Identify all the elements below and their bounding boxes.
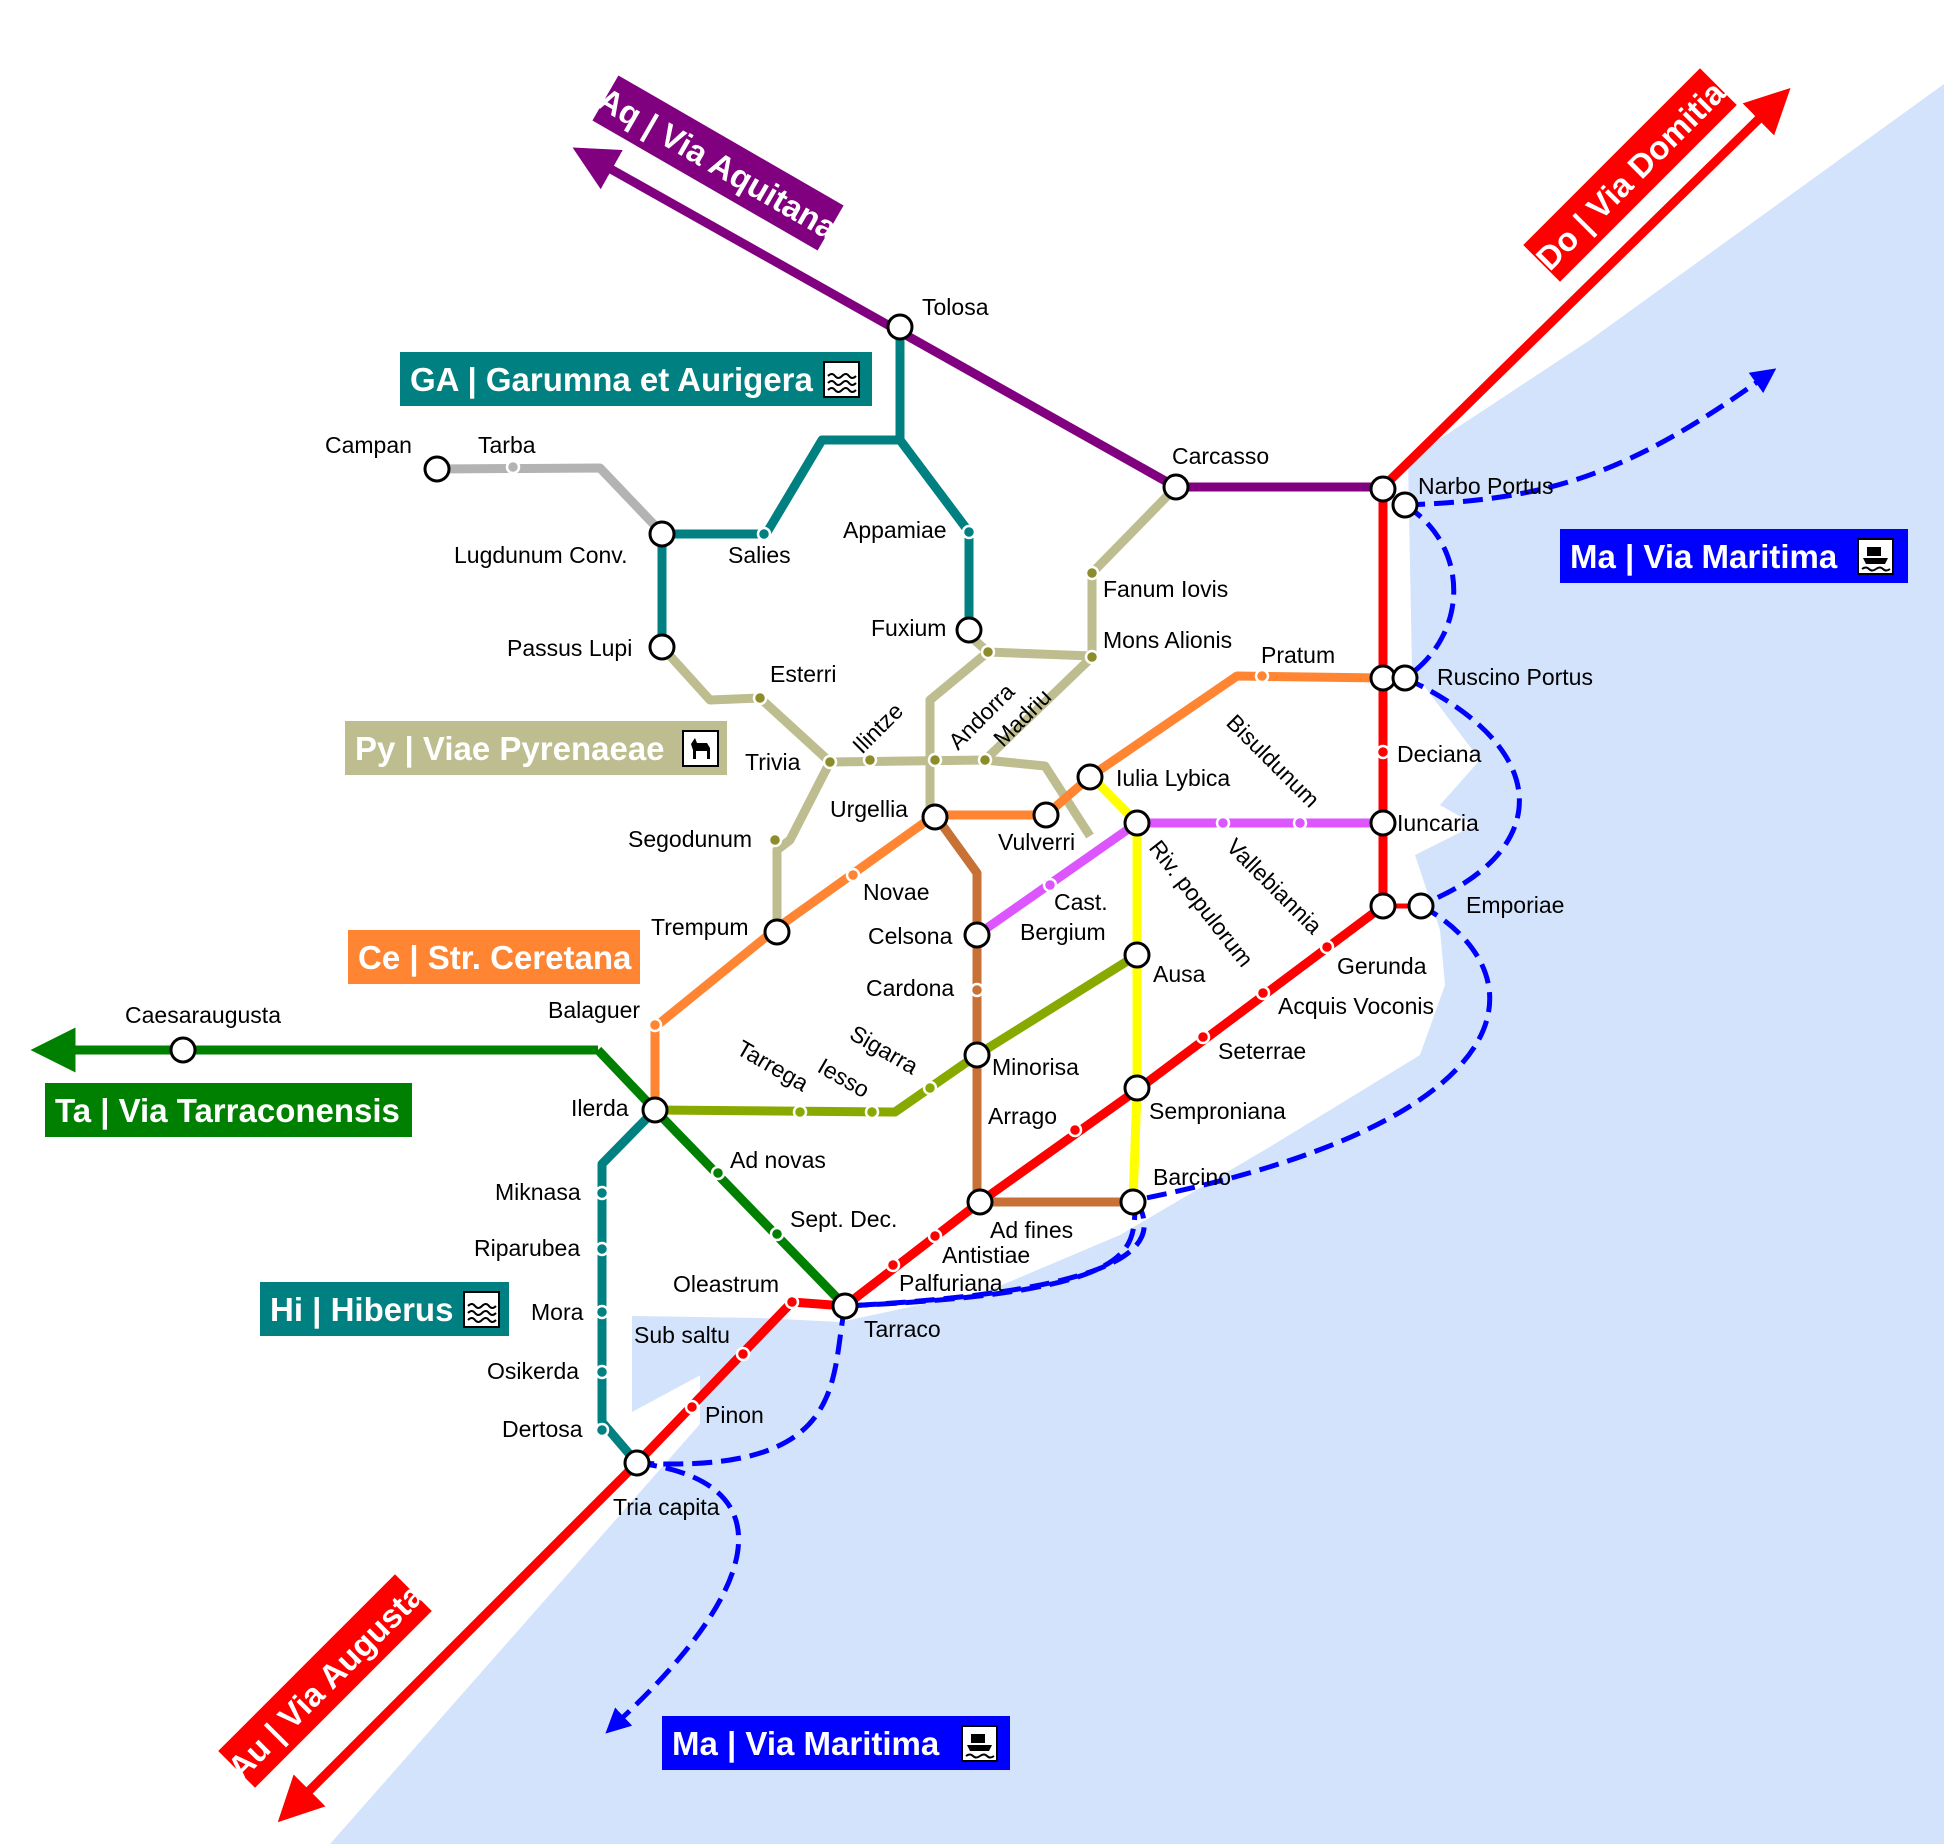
label-subsaltu: Sub saltu: [634, 1322, 730, 1348]
tag-via-augusta-text: Au | Via Augusta: [220, 1576, 431, 1787]
label-tolosa: Tolosa: [922, 294, 989, 320]
label-ausa: Ausa: [1153, 961, 1206, 987]
tag-via-maritima-south-text: Ma | Via Maritima: [672, 1725, 940, 1762]
via-maritima-routes: [605, 368, 1777, 1734]
label-triacapita: Tria capita: [613, 1494, 720, 1520]
tag-garumna-text: GA | Garumna et Aurigera: [410, 361, 814, 398]
label-fuxium: Fuxium: [871, 615, 946, 641]
label-castbergium-2: Bergium: [1020, 919, 1106, 945]
tag-tarraconensis: Ta | Via Tarraconensis: [45, 1083, 412, 1137]
label-semproniana: Semproniana: [1149, 1098, 1286, 1124]
tag-via-augusta: Au | Via Augusta: [218, 1574, 432, 1788]
label-septdec: Sept. Dec.: [790, 1206, 897, 1232]
label-dertosa: Dertosa: [502, 1416, 583, 1442]
label-salies: Salies: [728, 542, 791, 568]
major-stations: [169, 313, 1435, 1477]
mediterranean-sea: [330, 84, 1944, 1844]
label-balaguer: Balaguer: [548, 997, 640, 1023]
label-segodunum: Segodunum: [628, 826, 752, 852]
label-arrago: Arrago: [988, 1103, 1057, 1129]
tag-pyrenaeae-text: Py | Viae Pyrenaeae: [355, 730, 665, 767]
tag-via-maritima-south: Ma | Via Maritima: [662, 1716, 1010, 1770]
water-waves-icon: [463, 1291, 500, 1328]
label-cardona: Cardona: [866, 975, 954, 1001]
label-carcasso: Carcasso: [1172, 443, 1269, 469]
label-adnovas: Ad novas: [730, 1147, 826, 1173]
label-castbergium-1: Cast.: [1054, 889, 1108, 915]
label-barcino: Barcino: [1153, 1164, 1231, 1190]
label-bisuldunum: Bisuldunum: [1221, 709, 1324, 812]
label-trempum: Trempum: [651, 914, 749, 940]
label-vulverri: Vulverri: [998, 829, 1075, 855]
label-caesaraugusta: Caesaraugusta: [125, 1002, 281, 1028]
label-appamiae: Appamiae: [843, 517, 947, 543]
label-narbo: Narbo Portus: [1418, 473, 1554, 499]
label-iuncaria: Iuncaria: [1397, 810, 1479, 836]
ship-icon: [1857, 538, 1894, 575]
label-iesso: Iesso: [814, 1053, 875, 1103]
tag-pyrenaeae: Py | Viae Pyrenaeae: [345, 721, 727, 775]
label-pratum: Pratum: [1261, 642, 1335, 668]
label-riparubea: Riparubea: [474, 1235, 580, 1261]
water-waves-icon: [823, 361, 860, 398]
label-gerunda: Gerunda: [1337, 953, 1427, 979]
label-miknasa: Miknasa: [495, 1179, 581, 1205]
tag-hiberus: Hi | Hiberus: [260, 1282, 509, 1336]
label-pinon: Pinon: [705, 1402, 764, 1428]
label-deciana: Deciana: [1397, 741, 1482, 767]
label-tarrega: Tarrega: [733, 1035, 814, 1097]
label-fanum: Fanum Iovis: [1103, 576, 1228, 602]
label-mora: Mora: [531, 1299, 584, 1325]
label-lugdunum: Lugdunum Conv.: [454, 542, 627, 568]
tag-via-maritima-east-text: Ma | Via Maritima: [1570, 538, 1838, 575]
label-osikerda: Osikerda: [487, 1358, 579, 1384]
label-vallebiannia: Vallebiannia: [1221, 833, 1327, 939]
label-ruscino: Ruscino Portus: [1437, 664, 1593, 690]
label-adfines: Ad fines: [990, 1217, 1073, 1243]
tag-ceretana-text: Ce | Str. Ceretana: [358, 939, 632, 976]
label-campan: Campan: [325, 432, 412, 458]
mountain-goat-icon: [682, 730, 719, 767]
tag-garumna: GA | Garumna et Aurigera: [400, 352, 872, 406]
label-celsona: Celsona: [868, 923, 953, 949]
intermediate-stops: [505, 459, 1391, 1438]
label-trivia: Trivia: [745, 749, 801, 775]
tag-via-maritima-east: Ma | Via Maritima: [1560, 529, 1908, 583]
tag-tarraconensis-text: Ta | Via Tarraconensis: [55, 1092, 400, 1129]
label-seterrae: Seterrae: [1218, 1038, 1306, 1064]
label-antistiae: Antistiae: [942, 1242, 1030, 1268]
label-tarraco: Tarraco: [864, 1316, 941, 1342]
label-emporiae: Emporiae: [1466, 892, 1564, 918]
tag-via-aquitana-text: Aq | Via Aquitana: [592, 80, 845, 247]
label-iulia: Iulia Lybica: [1116, 765, 1230, 791]
label-urgellia: Urgellia: [830, 796, 908, 822]
ship-icon: [961, 1725, 998, 1762]
label-novae: Novae: [863, 879, 929, 905]
tag-ceretana: Ce | Str. Ceretana: [348, 930, 640, 984]
label-passus: Passus Lupi: [507, 635, 632, 661]
label-minorisa: Minorisa: [992, 1054, 1079, 1080]
label-ilerda: Ilerda: [571, 1095, 629, 1121]
label-oleastrum: Oleastrum: [673, 1271, 779, 1297]
label-tarba: Tarba: [478, 432, 536, 458]
label-acquis: Acquis Voconis: [1278, 993, 1434, 1019]
label-esterri: Esterri: [770, 661, 836, 687]
label-ilintze: Ilintze: [847, 698, 908, 759]
label-palfuriana: Palfuriana: [899, 1270, 1003, 1296]
label-mons: Mons Alionis: [1103, 627, 1232, 653]
tag-hiberus-text: Hi | Hiberus: [270, 1291, 453, 1328]
